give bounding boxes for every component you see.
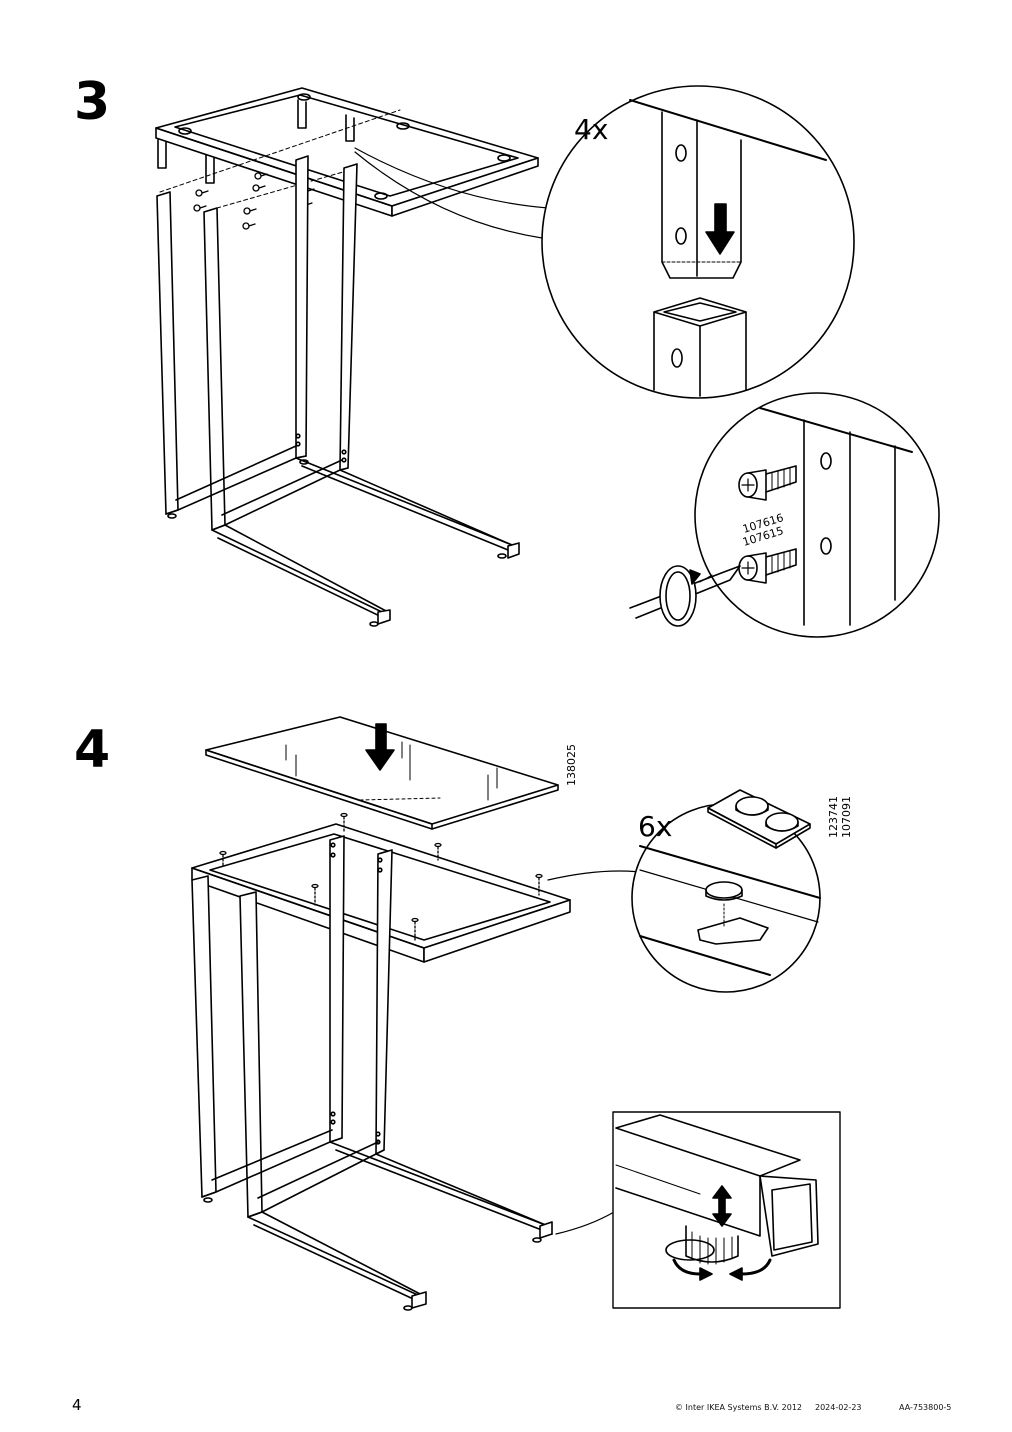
pad-part-number-107091: 107091 xyxy=(840,796,853,838)
copyright: © Inter IKEA Systems B.V. 2012 xyxy=(675,1403,802,1412)
step-4-number: 4 xyxy=(74,720,111,780)
step4-glass-top-illustration xyxy=(205,716,559,830)
step4-zoom-foot-adjust-detail xyxy=(612,1111,841,1309)
step4-frame-illustration xyxy=(191,812,641,1311)
page-number: 4 xyxy=(72,1396,82,1414)
step3-zoom-leg-detail xyxy=(541,85,855,399)
step4-pad-count: 6x xyxy=(638,810,672,843)
step3-zoom-count: 4x xyxy=(574,113,608,146)
step-3-number: 3 xyxy=(74,72,111,132)
glass-part-number: 138025 xyxy=(565,744,578,786)
pad-part-number-123741: 123741 xyxy=(827,796,840,838)
document-code: AA-753800-5 xyxy=(899,1403,952,1412)
step4-pad-sheet-illustration xyxy=(707,789,811,849)
step3-zoom-screw-detail: 107616 107615 xyxy=(629,392,940,638)
step3-frame-illustration xyxy=(155,87,549,627)
publish-date: 2024-02-23 xyxy=(815,1403,862,1412)
